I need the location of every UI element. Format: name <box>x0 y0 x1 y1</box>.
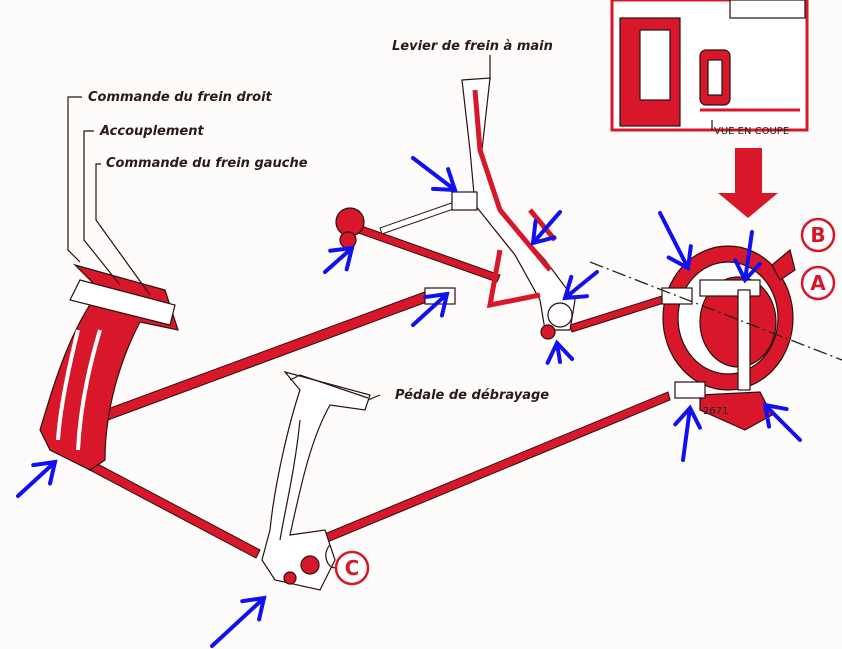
marker-b: B <box>800 217 836 253</box>
blue-arrow-icon <box>16 459 58 498</box>
section-arrow <box>718 148 778 218</box>
label-right-brake-control: Commande du frein droit <box>88 90 273 105</box>
blue-arrow-icon <box>562 270 599 301</box>
label-section-view: VUE EN COUPE <box>714 126 789 137</box>
blue-arrow-icon <box>545 339 575 365</box>
blue-arrow-icon <box>733 230 762 284</box>
blue-arrow-icon <box>411 156 458 193</box>
marker-c: C <box>334 550 370 586</box>
blue-arrow-icon <box>411 291 450 327</box>
blue-arrow-icon <box>673 404 702 462</box>
blue-arrow-icon <box>530 210 562 246</box>
label-clutch-pedal: Pédale de débrayage <box>395 388 549 403</box>
figure-number: 2671 <box>703 406 728 417</box>
blue-arrow-icon <box>762 402 802 442</box>
axis-line <box>589 261 842 361</box>
leader-lines <box>67 55 713 401</box>
svg-text:A: A <box>810 271 826 295</box>
rods <box>85 199 671 559</box>
blue-arrow-icon <box>210 595 267 648</box>
cutaway-view <box>610 0 809 132</box>
label-coupling: Accouplement <box>99 124 204 139</box>
svg-text:B: B <box>810 223 825 247</box>
label-left-brake-control: Commande du frein gauche <box>106 156 308 171</box>
svg-text:C: C <box>345 556 360 580</box>
marker-a: A <box>800 265 836 301</box>
blue-arrow-icon <box>658 211 693 272</box>
brake-drum <box>661 245 796 431</box>
label-hand-brake-lever: Levier de frein à main <box>392 39 553 54</box>
annotation-arrows <box>16 156 802 648</box>
blue-arrow-icon <box>323 245 355 274</box>
clutch-pedal <box>261 370 371 591</box>
